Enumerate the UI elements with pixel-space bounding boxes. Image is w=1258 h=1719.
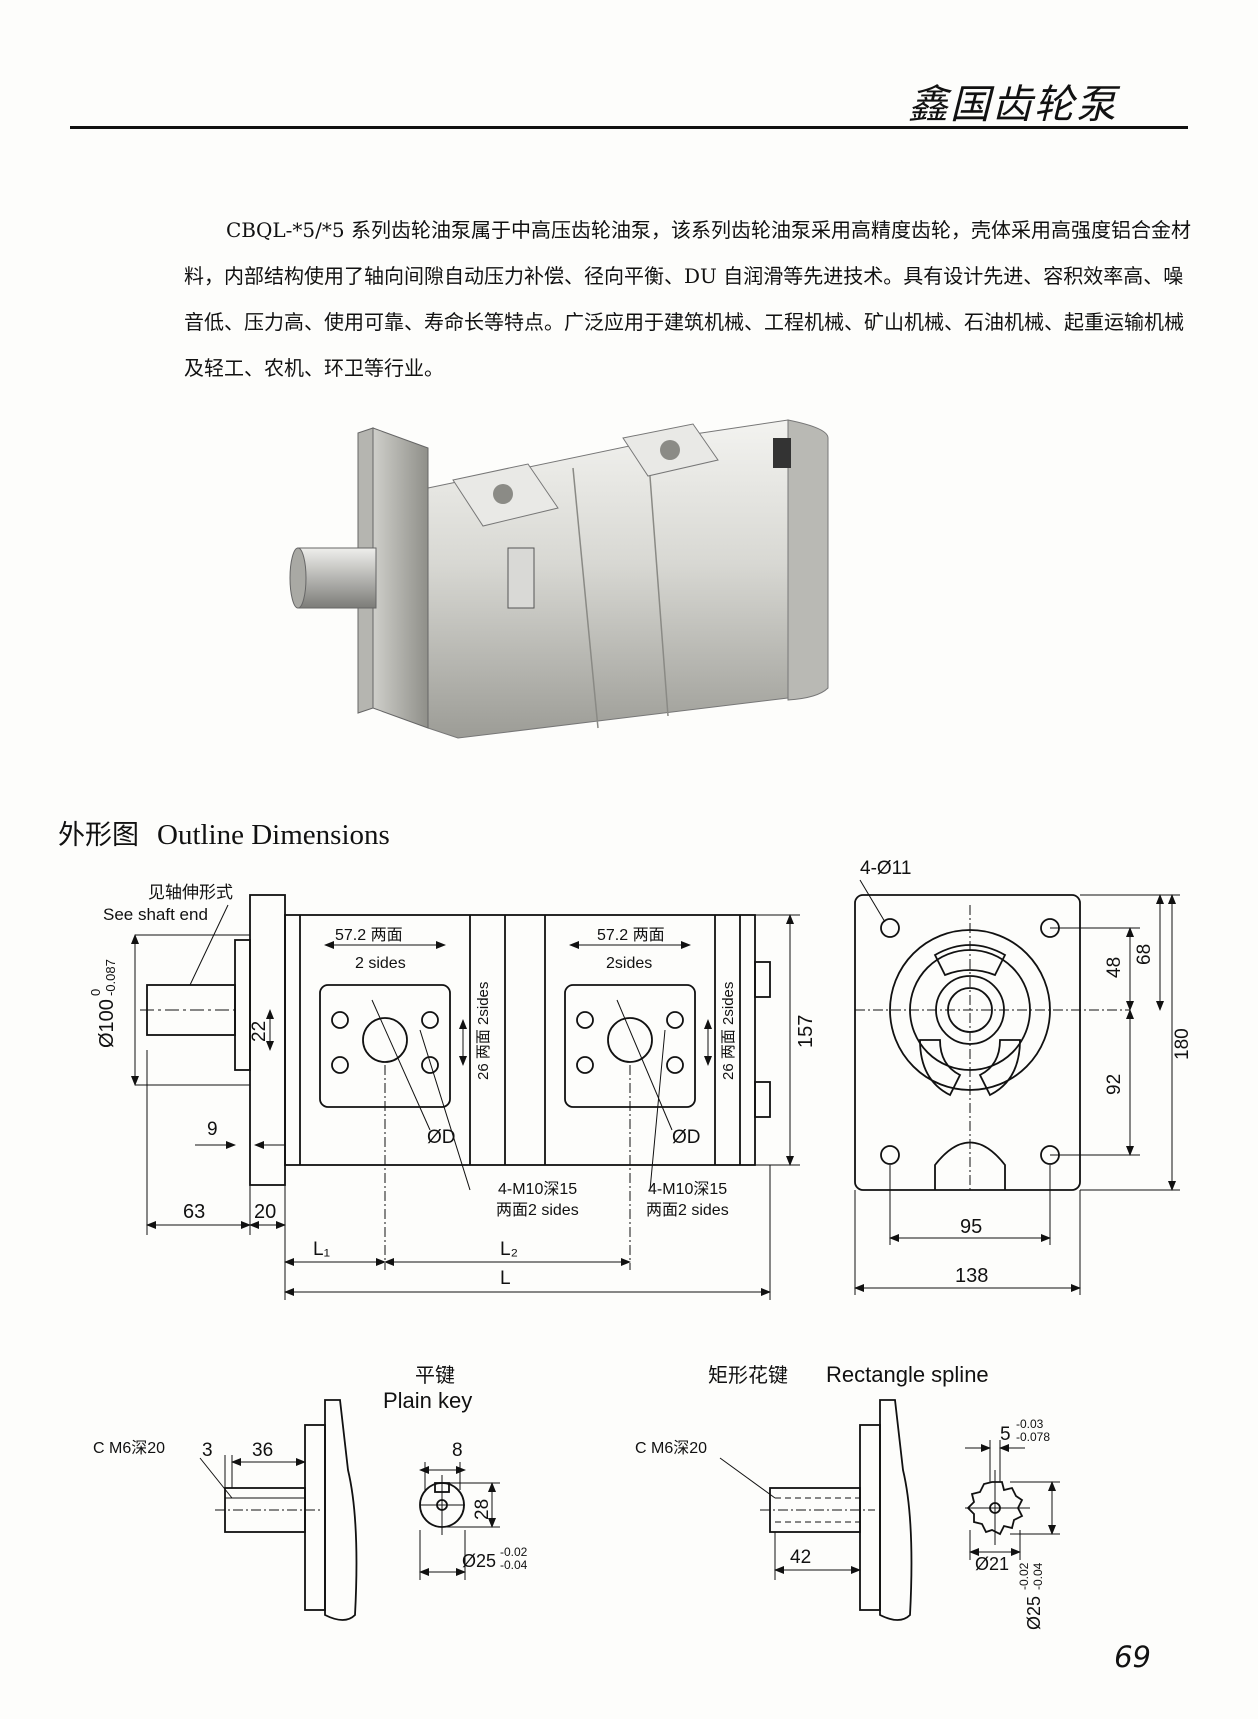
port-width-2: 57.2 两面 [597, 927, 665, 944]
pump-photo [289, 419, 829, 739]
intro-text: CBQL-*5/*5 系列齿轮油泵属于中高压齿轮油泵，该系列齿轮油泵采用高精度齿… [184, 218, 1191, 380]
dim-180: 180 [1172, 1028, 1193, 1060]
dim-20: 20 [254, 1201, 276, 1223]
dim-63: 63 [183, 1201, 205, 1223]
port-width-1: 57.2 两面 [335, 927, 403, 944]
spline-thread: C M6深20 [635, 1439, 707, 1457]
page-header-title: 鑫国齿轮泵 [908, 82, 1118, 128]
port-width-2b: 2sides [606, 955, 652, 972]
header-rule [70, 126, 1188, 129]
dim-9: 9 [207, 1119, 218, 1140]
dim-95: 95 [960, 1216, 982, 1238]
spline-dia-tol-upper: -0.02 [1017, 1562, 1031, 1590]
len-l2: L₂ [500, 1239, 518, 1260]
port-width-1b: 2 sides [355, 955, 406, 972]
spline-dia-tol-lower: -0.04 [1031, 1562, 1045, 1590]
thread-1b: 两面2 sides [496, 1202, 579, 1219]
shaft-note-cn: 见轴伸形式 [148, 883, 233, 902]
shaft-note-en: See shaft end [103, 905, 208, 924]
plain-key-dia-tol-upper: -0.02 [500, 1545, 528, 1559]
plain-key-dim-8: 8 [452, 1440, 463, 1461]
plain-key-dia-tol-lower: -0.04 [500, 1558, 528, 1572]
dim-157: 157 [795, 1015, 817, 1048]
port-height-1: 26 两面 2sides [475, 982, 492, 1080]
page-number: 69 [1114, 1640, 1151, 1674]
len-l1: L₁ [313, 1239, 330, 1260]
intro-paragraph: CBQL-*5/*5 系列齿轮油泵属于中高压齿轮油泵，该系列齿轮油泵采用高精度齿… [184, 207, 1194, 391]
shaft-dia-main: Ø100 [96, 999, 118, 1048]
plain-key-title-cn: 平键 [415, 1364, 455, 1387]
plain-key-dim-28: 28 [472, 1499, 493, 1520]
plain-key-dia-main: Ø25 [462, 1551, 496, 1571]
thread-1: 4-M10深15 [498, 1180, 577, 1198]
bore-label-2: ØD [672, 1127, 701, 1148]
plain-key-dim-36: 36 [252, 1440, 273, 1461]
spline-title-en: Rectangle spline [826, 1362, 989, 1387]
outline-title-cn: 外形图 [58, 820, 139, 851]
dim-68: 68 [1134, 944, 1155, 965]
plain-key-dim-3: 3 [202, 1440, 213, 1461]
thread-2: 4-M10深15 [648, 1180, 727, 1198]
dim-22: 22 [249, 1021, 270, 1042]
dim-138: 138 [955, 1265, 988, 1287]
plain-key-title-en: Plain key [383, 1388, 472, 1413]
bore-label-1: ØD [427, 1127, 456, 1148]
spline-dim-42: 42 [790, 1547, 811, 1568]
outline-title-en: Outline Dimensions [157, 819, 390, 851]
dim-48: 48 [1104, 957, 1125, 978]
thread-2b: 两面2 sides [646, 1202, 729, 1219]
spline-width-tol-lower: -0.078 [1016, 1430, 1050, 1444]
len-l: L [500, 1268, 511, 1289]
spline-title-cn: 矩形花键 [708, 1364, 788, 1387]
spline-width-main: 5 [1000, 1424, 1011, 1445]
end-holes: 4-Ø11 [860, 858, 911, 879]
spline-width-tol-upper: -0.03 [1016, 1417, 1044, 1431]
shaft-dia-tol-lower: -0.087 [103, 959, 118, 996]
shaft-dia-tol-upper: 0 [88, 989, 103, 996]
port-height-2: 26 两面 2sides [720, 982, 737, 1080]
outline-section-title: 外形图 Outline Dimensions [58, 813, 390, 852]
plain-key-thread: C M6深20 [93, 1439, 165, 1457]
spline-dia-outer: Ø25 [1024, 1596, 1044, 1630]
dim-92: 92 [1104, 1074, 1125, 1095]
spline-dia-inner: Ø21 [975, 1554, 1009, 1574]
